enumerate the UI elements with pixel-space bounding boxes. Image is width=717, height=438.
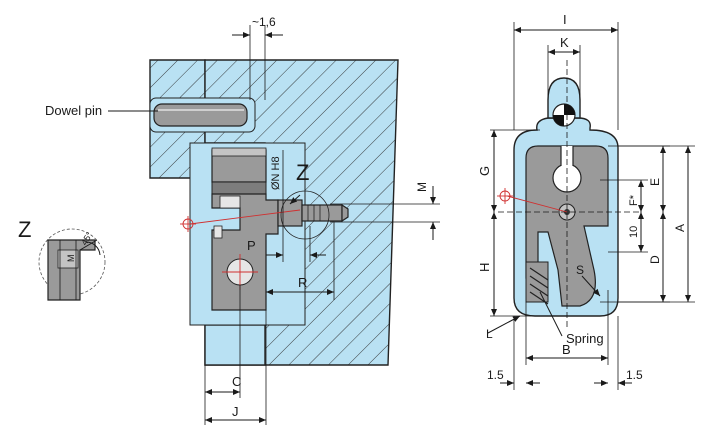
dim-b-label: B	[562, 342, 571, 357]
dim-10-label: 10	[628, 226, 640, 238]
z-label-detail: Z	[18, 217, 31, 242]
dimensions-left	[108, 25, 440, 425]
dim-m-detail-label: M	[66, 255, 76, 263]
dim-r-label: R	[298, 275, 307, 290]
dimensions-right	[487, 22, 695, 390]
dim-f-label: F*	[628, 194, 640, 206]
dim-p-label: P	[247, 238, 256, 253]
center-axis	[189, 209, 301, 225]
dim-m-label: M	[415, 182, 429, 192]
dowel-pin	[149, 97, 256, 133]
detail-z-circle	[280, 190, 330, 240]
dim-1-5-right-label: 1.5	[626, 368, 643, 382]
dim-s-label: S	[576, 263, 584, 277]
spring-label: Spring	[566, 331, 604, 346]
dim-l-label: L	[486, 327, 493, 341]
dim-e-label: E	[648, 178, 662, 186]
dim-c-label: C	[232, 374, 241, 389]
dim-j-label: J	[232, 404, 239, 419]
dim-a-label: A	[673, 224, 687, 232]
dim-d-label: D	[648, 255, 662, 264]
dim-k-label: K	[560, 35, 569, 50]
dim-1-5-left-label: 1.5	[487, 368, 504, 382]
latch-body	[211, 147, 279, 311]
section-view: Dowel pin Z ØN H8 ~1,6 M P R C J	[45, 15, 440, 425]
front-view: I K G H E F* 10 D A B S L Spring 1.5 1.5	[477, 12, 695, 390]
detail-z: Z M 45°	[18, 217, 106, 301]
dim-h-label: H	[477, 263, 492, 272]
dim-1-6-label: ~1,6	[252, 15, 276, 29]
z-label-main: Z	[296, 160, 309, 185]
on-h8-label: ØN H8	[270, 156, 282, 190]
dowel-pin-label: Dowel pin	[45, 103, 102, 118]
dim-g-label: G	[477, 166, 492, 176]
dim-i-label: I	[563, 12, 567, 27]
